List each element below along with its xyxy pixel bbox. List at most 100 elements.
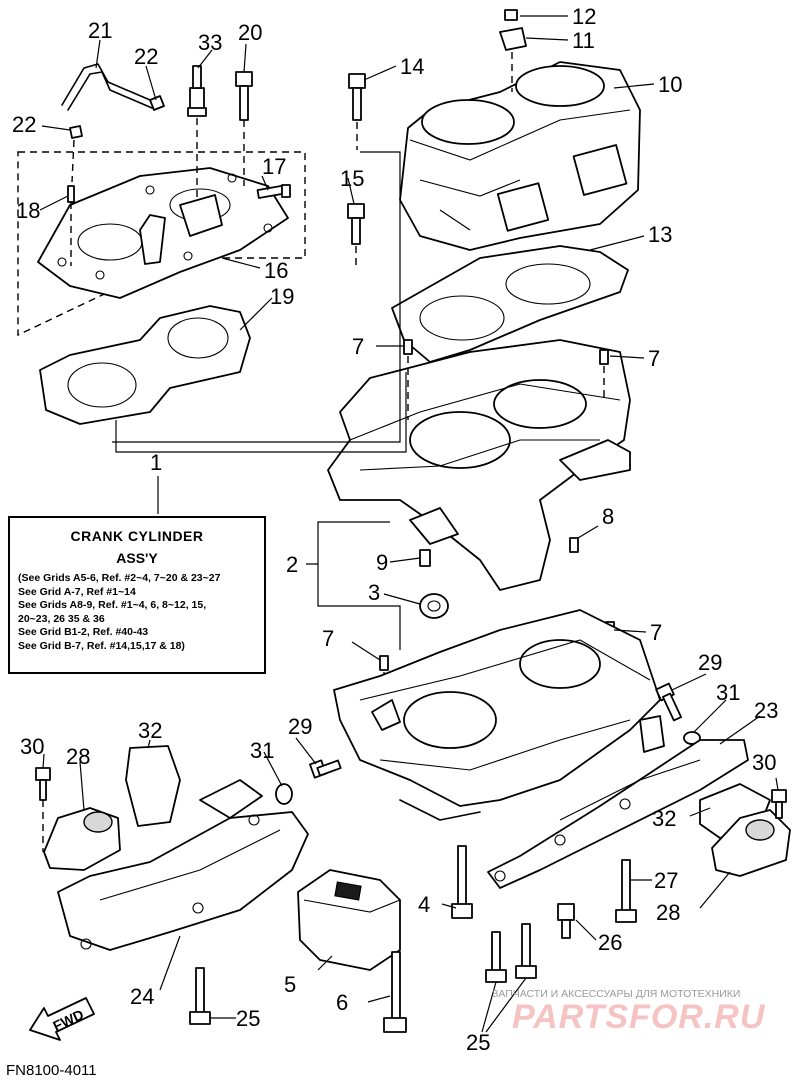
- bolt-30-left: [35, 767, 51, 852]
- diagram-code: FN8100-4011: [6, 1062, 97, 1079]
- callout-31-right: 31: [716, 680, 740, 705]
- info-box-ref-line: See Grids A8-9, Ref. #1~4, 6, 8~12, 15,: [18, 599, 207, 611]
- bolt-29-right: [655, 682, 683, 722]
- callout-29-left: 29: [288, 714, 312, 739]
- callout-28-right: 28: [656, 900, 680, 925]
- lower-crankcase: [333, 609, 661, 821]
- head-gasket-19: [39, 305, 251, 425]
- bolt-27: [615, 859, 637, 923]
- bolt-17: [256, 184, 291, 199]
- callout-7-upper-right: 7: [648, 346, 660, 371]
- engine-mount-5: [297, 869, 401, 971]
- callout-7-lower-left: 7: [322, 626, 334, 651]
- info-box-subtitle: ASS'Y: [116, 550, 158, 566]
- callout-15: 15: [340, 166, 364, 191]
- engine-mount-28-right: [711, 809, 791, 877]
- washer-31-left: [275, 783, 293, 805]
- pin-8: [569, 537, 579, 553]
- clamp-22-left: [69, 125, 83, 183]
- info-box-ref-line: 20~23, 26 35 & 36: [18, 612, 105, 625]
- callout-8: 8: [602, 504, 614, 529]
- clamp-22-right: [149, 95, 165, 111]
- watermark-logo: PARTSFOR.RU: [512, 998, 766, 1036]
- callout-26: 26: [598, 930, 622, 955]
- info-box-title: CRANK CYLINDER: [70, 528, 204, 544]
- callout-27: 27: [654, 868, 678, 893]
- info-box-ref-line: See Grid B1-2, Ref. #40-43: [18, 626, 149, 638]
- fitting-33: [187, 65, 207, 200]
- pin-9: [419, 549, 431, 567]
- callout-20: 20: [238, 20, 262, 45]
- callout-31-left: 31: [250, 738, 274, 763]
- callout-23: 23: [754, 698, 778, 723]
- callout-30-left: 30: [20, 734, 44, 759]
- bolt-25-middle: [485, 931, 507, 983]
- callout-18: 18: [16, 198, 40, 223]
- callout-1: 1: [150, 450, 162, 475]
- info-box-ref-line: See Grid B-7, Ref. #14,15,17 & 18): [18, 639, 185, 652]
- leader-lines: [39, 15, 779, 1033]
- bolt-26: [557, 903, 575, 939]
- bolt-14: [348, 73, 366, 150]
- callout-30-right: 30: [752, 750, 776, 775]
- bearing-3: [419, 593, 449, 619]
- stud-18: [67, 185, 75, 266]
- bolt-29-left: [309, 759, 342, 779]
- bolt-25-left: [189, 967, 211, 1025]
- callout-7-lower-right: 7: [650, 620, 662, 645]
- bolt-20: [235, 71, 253, 186]
- callout-12: 12: [572, 4, 596, 29]
- upper-crankcase-2: [327, 339, 631, 591]
- callout-28-left: 28: [66, 744, 90, 769]
- callout-24: 24: [130, 984, 154, 1009]
- callout-25-bottom: 25: [466, 1030, 490, 1055]
- bolt-6: [383, 951, 407, 1033]
- info-box-ref-line: (See Grids A5-6, Ref. #2~4, 7~20 & 23~27: [18, 572, 221, 584]
- callout-22-top: 22: [134, 44, 158, 69]
- callout-17: 17: [262, 154, 286, 179]
- callout-2: 2: [286, 552, 298, 577]
- crank-cylinder-info-box: CRANK CYLINDER ASS'Y (See Grids A5-6, Re…: [8, 516, 266, 674]
- callout-21: 21: [88, 18, 112, 43]
- dowel-7-upper-right: [599, 349, 609, 400]
- callout-32-right: 32: [652, 806, 676, 831]
- bolt-30-right: [771, 789, 787, 819]
- cylinder-head-cover: [37, 167, 289, 299]
- callout-4: 4: [418, 892, 430, 917]
- callout-16: 16: [264, 258, 288, 283]
- bracket-11: [499, 27, 527, 92]
- bolt-4: [451, 845, 473, 919]
- callout-29-right: 29: [698, 650, 722, 675]
- fwd-label: FWD: [50, 1006, 86, 1034]
- callout-32-left: 32: [138, 718, 162, 743]
- callout-3: 3: [368, 580, 380, 605]
- engine-mount-28-left: [43, 807, 121, 871]
- callout-14: 14: [400, 54, 424, 79]
- callout-33: 33: [198, 30, 222, 55]
- bolt-15: [347, 203, 365, 270]
- callout-25-left: 25: [236, 1006, 260, 1031]
- hose-21: [61, 63, 153, 111]
- callout-22-left: 22: [12, 112, 36, 137]
- callout-11: 11: [572, 28, 595, 53]
- washer-31-right: [683, 731, 701, 745]
- callout-9: 9: [376, 550, 388, 575]
- callout-7-upper-left: 7: [352, 334, 364, 359]
- bolt-25-right: [515, 923, 537, 979]
- callout-19: 19: [270, 284, 294, 309]
- callout-10: 10: [658, 72, 682, 97]
- callout-labels: 21 22 22 33 20 17 18 16 19 14 15 12 11 1…: [12, 4, 778, 1055]
- cylinder-10: [399, 61, 641, 251]
- bolt-12: [504, 9, 518, 21]
- damper-32-left: [125, 745, 181, 827]
- engine-mount-bracket-23: [487, 715, 749, 889]
- callout-5: 5: [284, 972, 296, 997]
- engine-mount-bracket-24: [57, 779, 309, 951]
- watermark-tagline: ЗАПЧАСТИ И АКСЕССУАРЫ ДЛЯ МОТОТЕХНИКИ: [492, 988, 741, 1000]
- cylinder-gasket-13: [391, 245, 629, 363]
- dowel-7-upper-left: [403, 339, 413, 420]
- callout-13: 13: [648, 222, 672, 247]
- forward-direction-arrow: FWD: [29, 997, 95, 1041]
- info-box-ref-line: See Grid A-7, Ref #1~14: [18, 585, 136, 598]
